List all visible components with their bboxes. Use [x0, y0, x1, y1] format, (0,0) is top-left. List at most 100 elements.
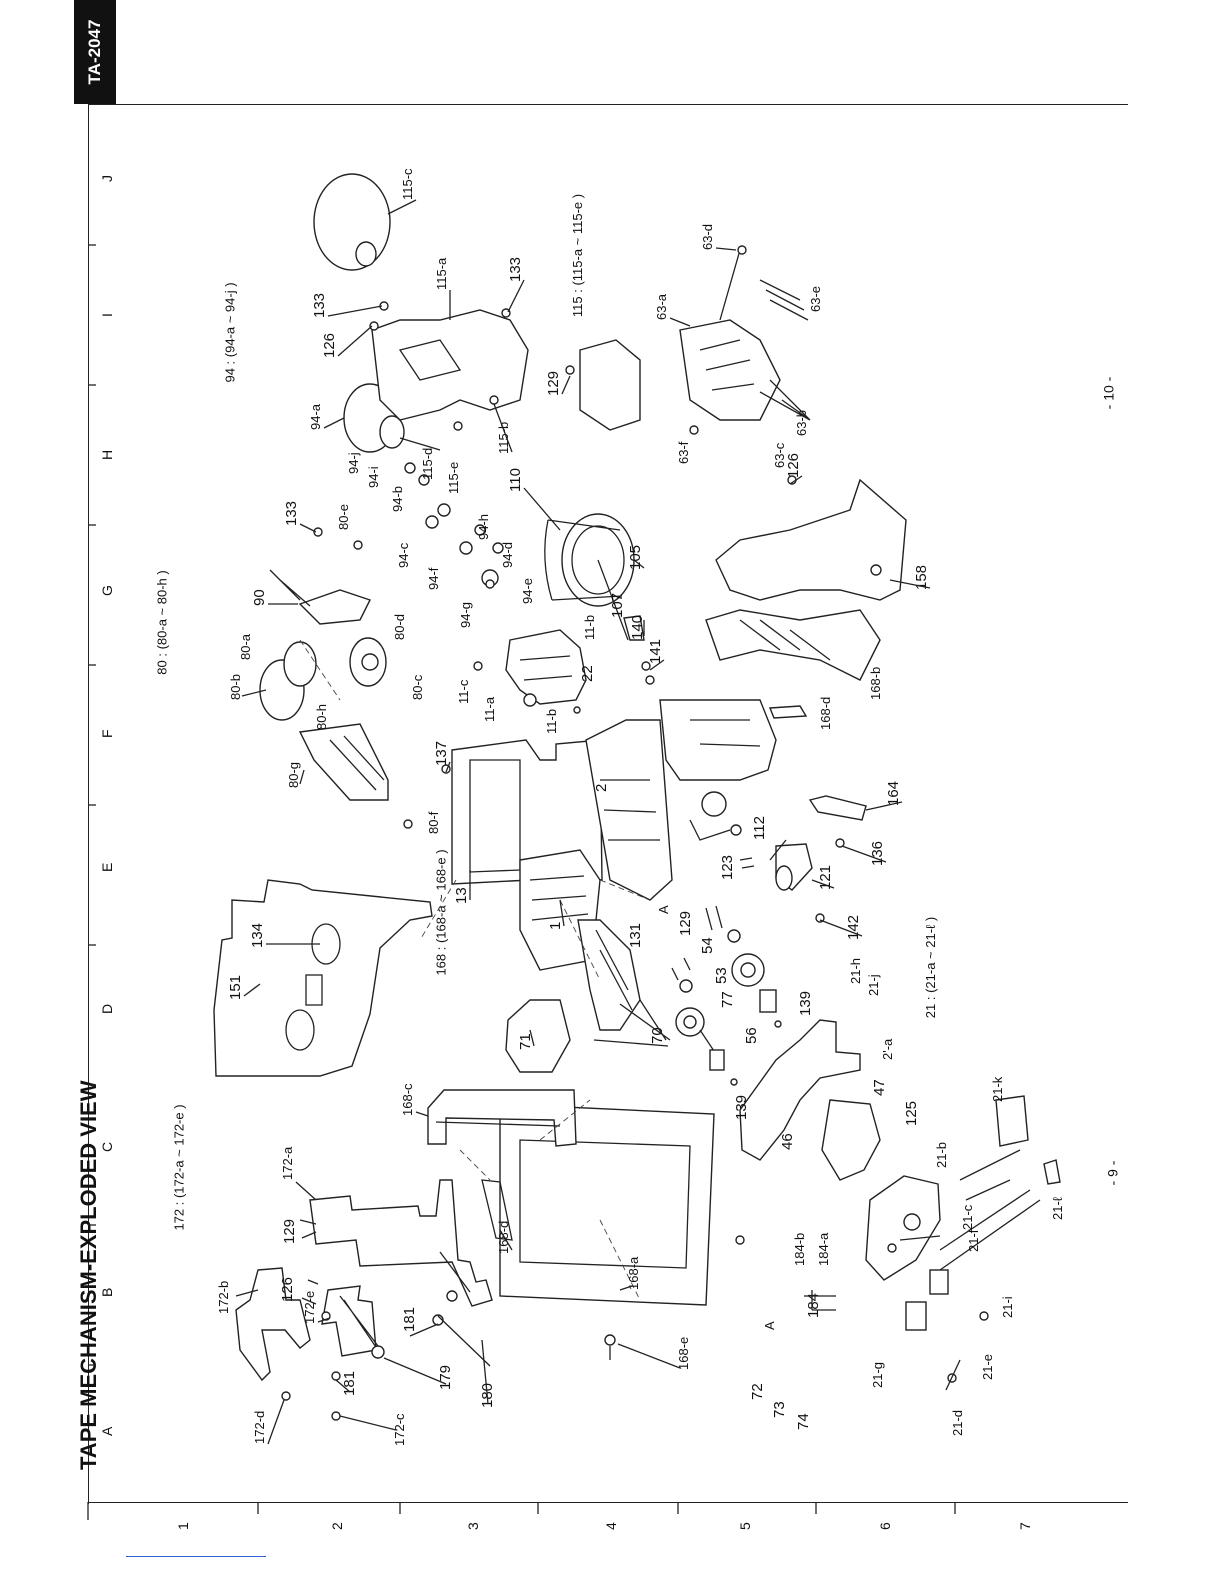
part-label: 21-h: [848, 958, 863, 984]
assembly-121: [689, 791, 867, 923]
part-label: 133: [283, 501, 300, 526]
part-label: 77: [719, 991, 736, 1008]
part-label: 70: [649, 1027, 666, 1044]
part-label: 2: [593, 784, 610, 792]
part-label: 94-e: [520, 578, 535, 604]
part-label: 94-g: [458, 602, 473, 628]
part-label: 21-f: [966, 1229, 981, 1252]
part-label: 168-c: [400, 1083, 415, 1116]
part-label: 129: [545, 371, 562, 396]
part-label: 94-d: [500, 542, 515, 568]
part-label: 63-d: [700, 224, 715, 250]
part-label: 94-b: [390, 486, 405, 512]
part-label: 73: [771, 1401, 788, 1418]
part-label: 80-d: [392, 614, 407, 640]
part-label: 80-c: [410, 674, 425, 700]
part-label: 140: [629, 615, 646, 640]
assembly-168: [427, 1089, 745, 1360]
grid-row-3: 3: [465, 1522, 481, 1530]
grid-col-b: B: [99, 1288, 115, 1297]
part-label: 110: [507, 468, 524, 492]
grid-rows: 1 2 3 4 5 6 7: [175, 1502, 1033, 1530]
part-label: 181: [401, 1307, 418, 1332]
part-label: 2'-a: [880, 1038, 895, 1060]
part-label: 134: [249, 923, 266, 948]
frame-left-line: [88, 104, 89, 1504]
part-label: 126: [279, 1277, 296, 1302]
part-label: 184-a: [816, 1232, 831, 1266]
part-label: 21-i: [1000, 1296, 1015, 1318]
part-label: 107: [609, 593, 626, 618]
part-label: 115-d: [420, 448, 435, 480]
grid-col-c: C: [99, 1142, 115, 1152]
part-label: 94-f: [426, 567, 441, 590]
part-label: 11-b: [544, 709, 559, 734]
assembly-center: [419, 719, 673, 1073]
assembly-21: [739, 1019, 1061, 1391]
part-label: 94-h: [476, 514, 491, 540]
part-label: 179: [437, 1365, 454, 1390]
part-label: 72: [749, 1383, 766, 1400]
assembly-11: [473, 629, 587, 714]
grid-col-i: I: [99, 313, 115, 317]
part-label: 168-d: [818, 697, 833, 730]
part-label: 46: [779, 1133, 796, 1150]
part-label: 21-e: [980, 1354, 995, 1380]
part-label: 131: [627, 923, 644, 948]
part-label: 21-ℓ: [1050, 1196, 1065, 1220]
part-label: A: [762, 1321, 777, 1330]
part-label: 115-a: [434, 257, 449, 290]
part-label: 129: [281, 1219, 298, 1244]
assembly-115: [313, 173, 529, 431]
part-label: 94-c: [396, 542, 411, 568]
part-label: 80-a: [238, 633, 253, 660]
assembly-151: [213, 879, 433, 1077]
part-label: 151: [227, 975, 244, 1000]
grid-row-1: 1: [175, 1522, 191, 1530]
grid-col-h: H: [99, 450, 115, 460]
part-label: 21-d: [950, 1410, 965, 1436]
assembly-158: [659, 475, 907, 781]
part-label: 126: [321, 333, 338, 358]
part-label: 105: [627, 545, 644, 570]
part-label: 184: [805, 1293, 822, 1318]
part-label: 126: [785, 453, 802, 478]
assembly-gears: [671, 905, 782, 1086]
part-label: 11-c: [456, 679, 471, 704]
part-label: 90: [251, 589, 268, 606]
model-tab: TA-2047: [74, 0, 116, 104]
part-label: 158: [913, 565, 930, 590]
part-label: 139: [733, 1095, 750, 1120]
part-label: 181: [341, 1371, 358, 1396]
grid-col-e: E: [99, 863, 115, 872]
grid-col-j: J: [99, 175, 115, 182]
assembly-105: [544, 513, 655, 685]
part-label: 21-k: [990, 1076, 1005, 1102]
part-label: 94-a: [308, 403, 323, 430]
footer-link-underline: [126, 1556, 266, 1557]
part-label: 11-b: [582, 615, 597, 640]
part-label: 168-d: [496, 1221, 511, 1254]
part-label: 129: [677, 911, 694, 936]
part-label: 63-e: [808, 286, 823, 312]
part-label: 63-c: [772, 442, 787, 468]
assembly-80: [259, 527, 451, 829]
part-label: 21-j: [866, 974, 881, 996]
part-label: 115-b: [496, 422, 511, 454]
part-label: 139: [797, 991, 814, 1016]
frame-top-line: [88, 104, 1128, 105]
part-labels: 172-b 172-a 129 126 172-e 181 181 179 18…: [216, 168, 1065, 1446]
part-label: 121: [817, 865, 834, 890]
part-label: 115-c: [400, 168, 415, 200]
part-label: 21-c: [960, 1204, 975, 1230]
part-label: 53: [713, 967, 730, 984]
part-label: 136: [869, 841, 886, 866]
part-label: 94-j: [346, 452, 361, 474]
part-label: 172-e: [302, 1291, 317, 1324]
part-label: 115-e: [446, 462, 461, 494]
part-label: 94-i: [366, 466, 381, 488]
part-label: 172-b: [216, 1281, 231, 1314]
grid-row-2: 2: [329, 1522, 345, 1530]
part-label: 112: [751, 816, 768, 840]
